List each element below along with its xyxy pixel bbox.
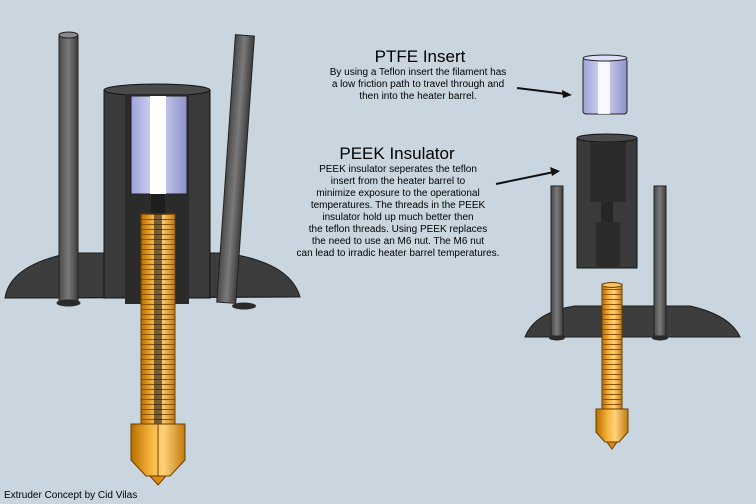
right-rod <box>216 34 255 304</box>
exploded-mounting-plate <box>524 305 741 338</box>
assembled-extruder <box>4 31 301 486</box>
peek-arrow <box>495 167 560 185</box>
ptfe-arrow <box>516 87 572 98</box>
left-rod <box>58 34 79 304</box>
exploded-left-rod <box>550 185 564 337</box>
exploded-nozzle <box>595 408 629 443</box>
exploded-right-rod <box>653 185 667 337</box>
peek-insulator-title: PEEK Insulator <box>339 144 455 163</box>
exploded-view <box>524 54 741 450</box>
ptfe-insert-title: PTFE Insert <box>374 47 466 66</box>
ptfe-insert-description: By using a Teflon insert the filament ha… <box>329 67 507 102</box>
credit-text: Extruder Concept by Cid Vilas <box>4 490 138 501</box>
peek-insulator-part <box>576 133 638 269</box>
peek-insulator-description: PEEK insulator seperates the teflon inse… <box>296 164 500 259</box>
